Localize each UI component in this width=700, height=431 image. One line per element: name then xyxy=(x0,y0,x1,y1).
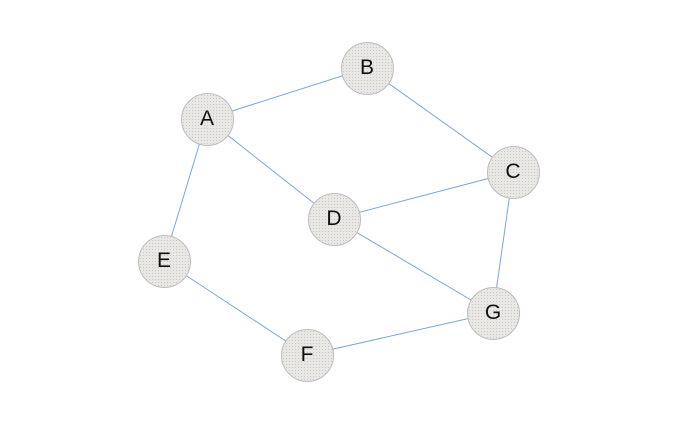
edge-E-F[interactable] xyxy=(163,260,308,356)
node-A[interactable]: A xyxy=(180,92,234,146)
node-C[interactable]: C xyxy=(486,145,540,199)
edge-D-G[interactable] xyxy=(333,218,494,314)
edge-C-D[interactable] xyxy=(333,171,514,220)
node-B[interactable]: B xyxy=(340,41,394,95)
edge-A-B[interactable] xyxy=(206,67,368,120)
node-G[interactable]: G xyxy=(466,286,520,340)
edge-B-C[interactable] xyxy=(366,67,514,173)
node-F[interactable]: F xyxy=(280,328,334,382)
edge-F-G[interactable] xyxy=(306,312,494,356)
node-D[interactable]: D xyxy=(307,192,361,246)
node-E[interactable]: E xyxy=(137,234,191,288)
